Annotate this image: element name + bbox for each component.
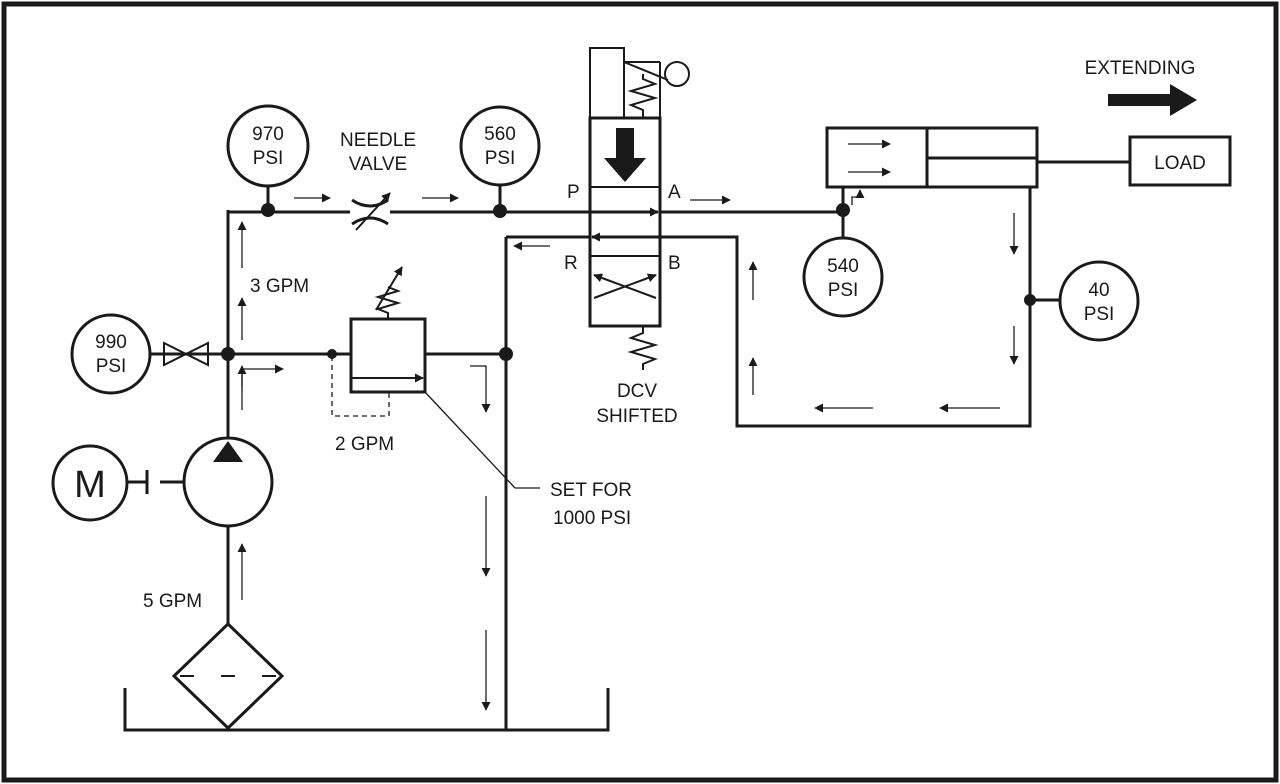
gauge-unit: PSI: [828, 280, 859, 301]
filter-symbol: [171, 621, 285, 731]
motor: M: [51, 444, 129, 522]
port-r-label: R: [564, 253, 578, 274]
pump-triangle-icon: [213, 441, 243, 462]
gauge-value: 970: [252, 124, 284, 145]
pressure-gauge-540: 540 PSI: [802, 210, 884, 318]
port-a-label: A: [668, 182, 681, 203]
reservoir-tank: [123, 688, 610, 732]
junction-dot: [499, 347, 513, 361]
load-box: LOAD: [1128, 135, 1232, 187]
flow-arrows: [237, 193, 1019, 711]
pressure-gauge-970: 970 PSI: [226, 104, 310, 210]
gauge-unit: PSI: [1084, 304, 1115, 325]
relief-valve: SET FOR 1000 PSI: [331, 266, 632, 529]
dcv-label-line2: SHIFTED: [596, 406, 677, 427]
pressure-gauge-990: 990 PSI: [70, 313, 228, 395]
needle-valve-label-line1: NEEDLE: [340, 130, 416, 151]
load-label: LOAD: [1154, 153, 1206, 174]
dcv-label-line1: DCV: [617, 381, 657, 402]
extending-label: EXTENDING: [1085, 58, 1196, 79]
junction-dot: [327, 349, 337, 359]
shutoff-valve-icon: [163, 341, 209, 367]
gauge-value: 990: [95, 332, 127, 353]
pump-group: [127, 210, 274, 624]
shift-arrow-icon: [604, 128, 646, 182]
gauge-value: 560: [484, 124, 516, 145]
port-b-label: B: [668, 253, 681, 274]
relief-setting-line1: SET FOR: [550, 480, 632, 501]
pressure-gauge-40: 40 PSI: [1030, 260, 1140, 342]
gauge-unit: PSI: [253, 148, 284, 169]
flow-5gpm-label: 5 GPM: [143, 591, 202, 612]
needle-valve-symbol: NEEDLE VALVE: [340, 130, 416, 231]
flow-3gpm-label: 3 GPM: [250, 276, 309, 297]
hydraulic-cylinder: [825, 126, 1130, 212]
gauge-unit: PSI: [96, 356, 127, 377]
pressure-gauge-560: 560 PSI: [459, 105, 541, 211]
gauge-value: 540: [827, 256, 859, 277]
needle-valve-label-line2: VALVE: [349, 154, 407, 175]
directional-control-valve: P A R B DCV SHIFTED: [564, 47, 690, 427]
flow-2gpm-label: 2 GPM: [335, 434, 394, 455]
gauge-unit: PSI: [485, 148, 516, 169]
extending-arrow-icon: [1108, 84, 1197, 116]
gauge-value: 40: [1088, 280, 1109, 301]
lever-knob-icon: [664, 61, 690, 87]
port-p-label: P: [567, 182, 580, 203]
relief-setting-line2: 1000 PSI: [553, 508, 631, 529]
motor-label: M: [74, 464, 106, 506]
